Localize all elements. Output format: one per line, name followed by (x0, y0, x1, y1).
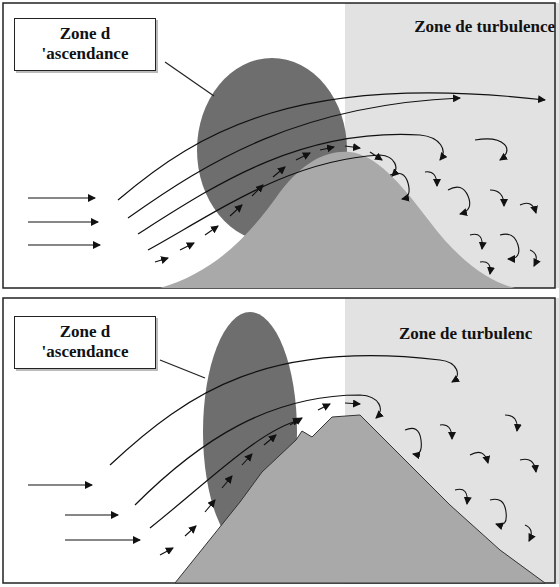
turbulence-eddies (390, 172, 536, 274)
callout-label: Zone d 'ascendance (25, 24, 145, 65)
surface-flow (160, 403, 360, 555)
leader-line (165, 62, 214, 96)
callout-box: Zone d 'ascendance (14, 316, 156, 369)
turbulence-zone: Zone de turbulence (345, 3, 555, 288)
surface-flow (155, 146, 382, 262)
turbulence-zone: Zone de turbulenc (345, 298, 555, 583)
zone-label: Zone de turbulenc (399, 324, 532, 344)
streamlines (28, 93, 545, 250)
streamlines (28, 356, 457, 540)
panel-frame (3, 3, 555, 288)
callout-box: Zone d 'ascendance (14, 18, 156, 71)
zone-label: Zone de turbulence (414, 17, 555, 37)
panel-frame (3, 298, 555, 583)
mountain (160, 152, 515, 288)
mountain (175, 415, 545, 583)
callout-label: Zone d 'ascendance (25, 322, 145, 363)
leader-line (160, 360, 205, 378)
turbulence-eddies (405, 415, 536, 541)
